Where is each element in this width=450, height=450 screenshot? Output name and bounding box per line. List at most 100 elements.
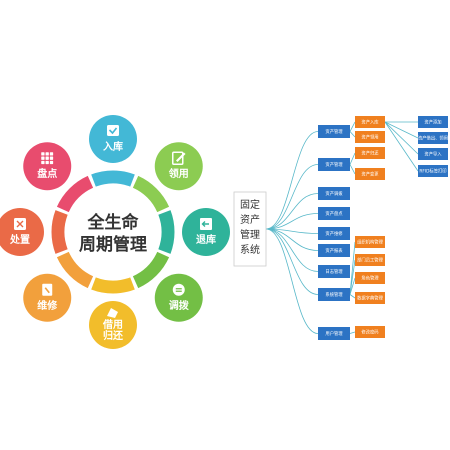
connector-line — [265, 228, 319, 334]
branch-node[interactable]: 资产维修 — [318, 227, 350, 240]
branch-node[interactable]: 日志管理 — [318, 265, 350, 278]
sub-label: 资产领用 — [361, 134, 378, 141]
branch-node[interactable]: 资产报表 — [318, 244, 350, 257]
leaf-label: 资产添加 — [424, 119, 441, 126]
connector-line — [349, 294, 356, 299]
connector-line — [265, 228, 319, 295]
lifecycle-node[interactable]: 退库 — [182, 208, 230, 256]
sub-box — [355, 116, 385, 128]
leaf-node[interactable]: 资产借出、领用 — [418, 132, 448, 144]
sub-label: 修改密码 — [361, 329, 379, 336]
connector-line — [265, 228, 319, 251]
branch-node[interactable]: 资产盘点 — [318, 207, 350, 220]
branch-label: 日志管理 — [325, 268, 343, 275]
sub-label: 数据字典管理 — [357, 295, 383, 302]
return-icon — [200, 218, 212, 230]
connector-line — [349, 164, 356, 175]
node-circle — [182, 208, 230, 256]
leaf-label: 资产导入 — [424, 151, 442, 158]
lifecycle-node[interactable]: 领用 — [154, 142, 203, 191]
lifecycle-node-label: 归还 — [103, 329, 124, 342]
connector-line — [384, 121, 419, 155]
branch-label: 系统管理 — [325, 291, 343, 298]
sub-node[interactable]: 资产变更 — [355, 168, 385, 180]
ring-segment — [158, 210, 175, 254]
lifecycle-node[interactable]: 盘点 — [23, 142, 72, 191]
ring-segment — [56, 251, 94, 289]
leaf-box — [418, 148, 448, 160]
lifecycle-node-label: 退库 — [196, 233, 216, 246]
leaf-node[interactable]: 资产导入 — [418, 148, 448, 160]
node-circle — [154, 142, 203, 191]
branch-label: 资产维修 — [325, 230, 343, 237]
sub-box — [355, 147, 385, 159]
leaf-node[interactable]: 资产添加 — [418, 116, 448, 128]
branch-node[interactable]: 系统管理 — [318, 288, 350, 301]
sub-label: 部门员工管理 — [357, 257, 383, 264]
dispose-icon — [14, 218, 26, 230]
branch-box — [318, 327, 350, 340]
leaf-label: 资产借出、领用 — [418, 135, 448, 142]
branch-box — [318, 244, 350, 257]
branch-node[interactable]: 资产调拨 — [318, 187, 350, 200]
connector-line — [349, 241, 356, 295]
root-label-line: 管理 — [240, 228, 260, 241]
node-circle — [154, 273, 203, 322]
edit-icon — [172, 151, 186, 165]
lifecycle-node[interactable]: 入库 — [89, 115, 137, 163]
lifecycle-node-label: 维修 — [37, 299, 58, 312]
branch-label: 用户管理 — [325, 330, 343, 337]
branch-label: 资产管理 — [325, 161, 343, 168]
ring-segment — [91, 277, 135, 294]
system-map: 固定资产管理系统资产管理资产入库资产添加资产借出、领用资产导入RFID标签打印资… — [233, 116, 448, 340]
lifecycle-node[interactable]: 维修 — [23, 273, 72, 322]
branch-label: 资产报表 — [325, 247, 343, 254]
sub-node[interactable]: 资产归还 — [355, 147, 385, 159]
leaf-node[interactable]: RFID标签打印 — [418, 165, 448, 177]
lifecycle-node[interactable]: 处置 — [0, 208, 44, 256]
connector-line — [265, 164, 319, 230]
branch-label: 资产盘点 — [325, 210, 343, 217]
borrow-icon — [107, 308, 118, 318]
sub-label: 资产归还 — [361, 150, 379, 157]
root-box — [233, 191, 267, 267]
branch-node[interactable]: 资产管理 — [318, 125, 350, 138]
node-circle — [23, 273, 72, 322]
branch-box — [318, 288, 350, 301]
center-title-line: 周期管理 — [79, 234, 147, 255]
connector-line — [384, 121, 419, 139]
sub-label: 组织机构管理 — [357, 239, 383, 246]
root-label-line: 系统 — [240, 243, 260, 256]
sub-box — [355, 131, 385, 143]
sub-node[interactable]: 修改密码 — [355, 326, 385, 338]
sub-node[interactable]: 组织机构管理 — [355, 236, 385, 248]
repair-icon — [42, 283, 53, 296]
connector-line — [349, 259, 356, 295]
lifecycle-node-label: 调拨 — [169, 299, 190, 312]
branch-box — [318, 187, 350, 200]
branch-label: 资产调拨 — [325, 190, 343, 197]
sub-node[interactable]: 部门员工管理 — [355, 254, 385, 266]
sub-node[interactable]: 数据字典管理 — [355, 292, 385, 304]
sub-node[interactable]: 资产入库 — [355, 116, 385, 128]
leaf-label: RFID标签打印 — [419, 168, 446, 175]
branch-box — [318, 158, 350, 171]
branch-node[interactable]: 资产管理 — [318, 158, 350, 171]
leaf-box — [418, 132, 448, 144]
branch-node[interactable]: 用户管理 — [318, 327, 350, 340]
lifecycle-node[interactable]: 调拨 — [154, 273, 203, 322]
sub-node[interactable]: 资产领用 — [355, 131, 385, 143]
ring-segment — [91, 170, 135, 187]
connector-line — [349, 152, 356, 165]
node-circle — [0, 208, 44, 256]
branch-label: 资产管理 — [325, 128, 343, 135]
center-disc — [65, 184, 161, 280]
sub-label: 角色管理 — [361, 275, 379, 282]
sub-box — [355, 168, 385, 180]
sub-node[interactable]: 角色管理 — [355, 272, 385, 284]
lifecycle-node-label: 入库 — [103, 140, 123, 153]
sub-box — [355, 236, 385, 248]
sub-box — [355, 272, 385, 284]
lifecycle-node-label: 领用 — [169, 167, 189, 180]
